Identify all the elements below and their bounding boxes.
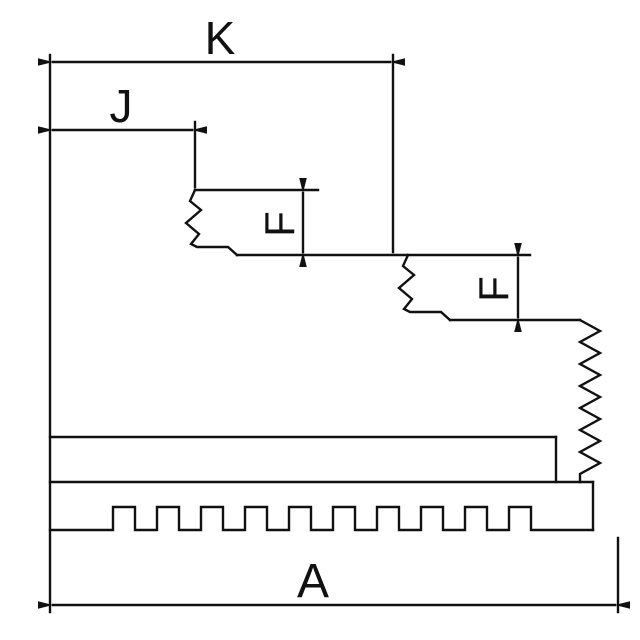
step1-break-line: [184, 188, 239, 257]
serrated-back-edge: [577, 318, 603, 484]
dimension-label-A: A: [297, 555, 329, 608]
dimension-label-F1: F: [256, 211, 303, 237]
dimension-label-J: J: [110, 80, 133, 132]
base-guideway-teeth: [48, 505, 595, 532]
dimension-label-F2: F: [470, 276, 517, 302]
dimension-label-K: K: [205, 12, 236, 64]
drawing-linework: [38, 53, 630, 614]
step2-break-line: [397, 253, 452, 322]
dimension-labels: K J F F A: [110, 12, 518, 608]
